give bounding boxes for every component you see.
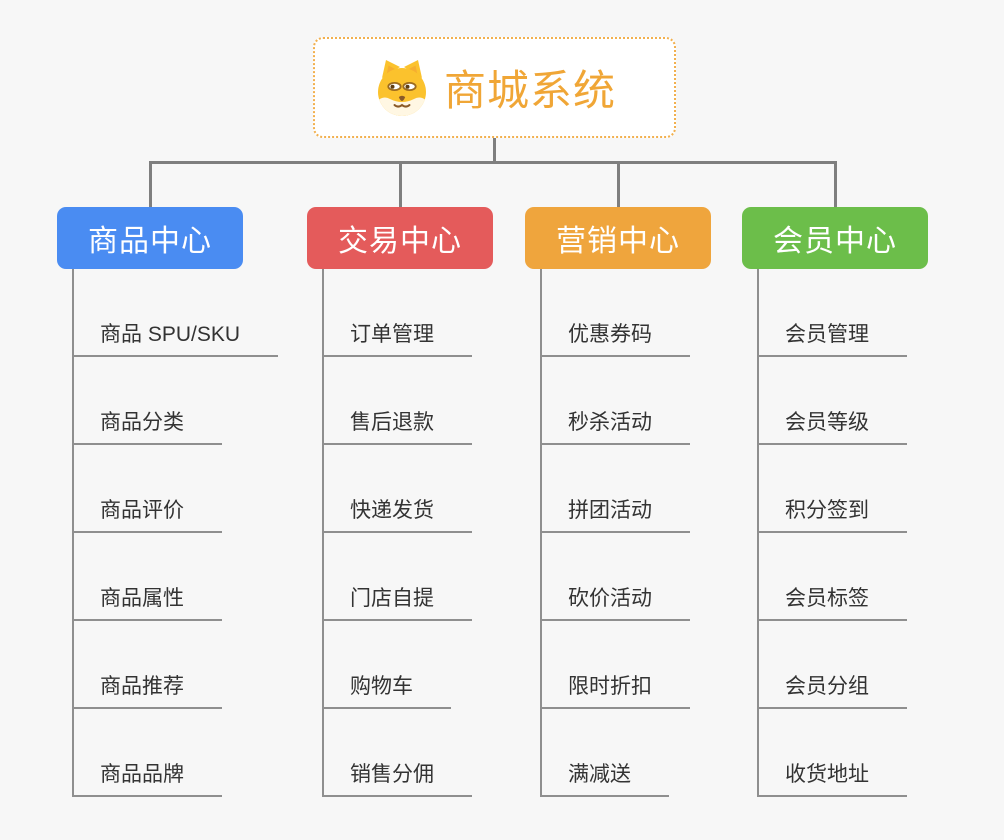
branch-column-2: 交易中心订单管理售后退款快递发货门店自提购物车销售分佣: [307, 207, 493, 797]
leaf-node[interactable]: 门店自提: [324, 585, 472, 621]
leaf-slot: 购物车: [324, 621, 493, 709]
dog-face-icon: [377, 59, 426, 116]
branch-node[interactable]: 会员中心: [742, 207, 928, 269]
leaf-slot: 会员等级: [759, 357, 928, 445]
branch-node[interactable]: 商品中心: [57, 207, 243, 269]
leaf-slot: 订单管理: [324, 269, 493, 357]
leaf-list: 订单管理售后退款快递发货门店自提购物车销售分佣: [322, 269, 493, 797]
leaf-node[interactable]: 订单管理: [324, 321, 472, 357]
connector-root-stem: [493, 138, 496, 164]
leaf-slot: 收货地址: [759, 709, 928, 797]
leaf-node[interactable]: 商品属性: [74, 585, 222, 621]
leaf-node[interactable]: 商品 SPU/SKU: [74, 321, 279, 357]
leaf-node[interactable]: 商品推荐: [74, 673, 222, 709]
branch-node[interactable]: 交易中心: [307, 207, 493, 269]
leaf-slot: 快递发货: [324, 445, 493, 533]
leaf-node[interactable]: 购物车: [324, 673, 451, 709]
leaf-slot: 商品评价: [74, 445, 243, 533]
leaf-node[interactable]: 限时折扣: [542, 673, 690, 709]
leaf-node[interactable]: 积分签到: [759, 497, 907, 533]
leaf-slot: 砍价活动: [542, 533, 711, 621]
leaf-node[interactable]: 会员分组: [759, 673, 907, 709]
root-title: 商城系统: [443, 67, 616, 114]
connector-horizontal-rail: [149, 161, 837, 164]
leaf-slot: 会员标签: [759, 533, 928, 621]
leaf-slot: 限时折扣: [542, 621, 711, 709]
leaf-node[interactable]: 满减送: [542, 761, 669, 797]
connector-drop-1: [148, 161, 152, 209]
leaf-list: 优惠券码秒杀活动拼团活动砍价活动限时折扣满减送: [540, 269, 711, 797]
leaf-node[interactable]: 商品品牌: [74, 761, 222, 797]
leaf-slot: 销售分佣: [324, 709, 493, 797]
connector-drop-3: [616, 161, 620, 209]
branch-column-3: 营销中心优惠券码秒杀活动拼团活动砍价活动限时折扣满减送: [525, 207, 711, 797]
leaf-node[interactable]: 砍价活动: [542, 585, 690, 621]
leaf-node[interactable]: 秒杀活动: [542, 409, 690, 445]
leaf-slot: 秒杀活动: [542, 357, 711, 445]
branch-column-4: 会员中心会员管理会员等级积分签到会员标签会员分组收货地址: [742, 207, 928, 797]
leaf-node[interactable]: 商品评价: [74, 497, 222, 533]
leaf-slot: 商品品牌: [74, 709, 243, 797]
branch-column-1: 商品中心商品 SPU/SKU 商品分类商品评价商品属性商品推荐商品品牌: [57, 207, 279, 797]
leaf-slot: 满减送: [542, 709, 711, 797]
branch-node[interactable]: 营销中心: [525, 207, 711, 269]
leaf-node[interactable]: 收货地址: [759, 761, 907, 797]
leaf-slot: 积分签到: [759, 445, 928, 533]
leaf-node[interactable]: 快递发货: [324, 497, 472, 533]
leaf-node[interactable]: 会员标签: [759, 585, 907, 621]
leaf-slot: 商品属性: [74, 533, 243, 621]
leaf-slot: 商品分类: [74, 357, 243, 445]
leaf-node[interactable]: 优惠券码: [542, 321, 690, 357]
leaf-slot: 优惠券码: [542, 269, 711, 357]
leaf-node[interactable]: 会员等级: [759, 409, 907, 445]
leaf-node[interactable]: 销售分佣: [324, 761, 472, 797]
root-node[interactable]: 商城系统: [313, 37, 676, 138]
leaf-list: 商品 SPU/SKU 商品分类商品评价商品属性商品推荐商品品牌: [72, 269, 279, 797]
leaf-slot: 拼团活动: [542, 445, 711, 533]
connector-drop-2: [398, 161, 402, 209]
leaf-node[interactable]: 拼团活动: [542, 497, 690, 533]
leaf-slot: 会员管理: [759, 269, 928, 357]
leaf-node[interactable]: 会员管理: [759, 321, 907, 357]
leaf-node[interactable]: 商品分类: [74, 409, 222, 445]
connector-drop-4: [833, 161, 837, 209]
leaf-node[interactable]: 售后退款: [324, 409, 472, 445]
leaf-slot: 商品 SPU/SKU: [74, 269, 279, 357]
leaf-slot: 会员分组: [759, 621, 928, 709]
leaf-slot: 门店自提: [324, 533, 493, 621]
leaf-slot: 售后退款: [324, 357, 493, 445]
leaf-slot: 商品推荐: [74, 621, 243, 709]
leaf-list: 会员管理会员等级积分签到会员标签会员分组收货地址: [757, 269, 928, 797]
